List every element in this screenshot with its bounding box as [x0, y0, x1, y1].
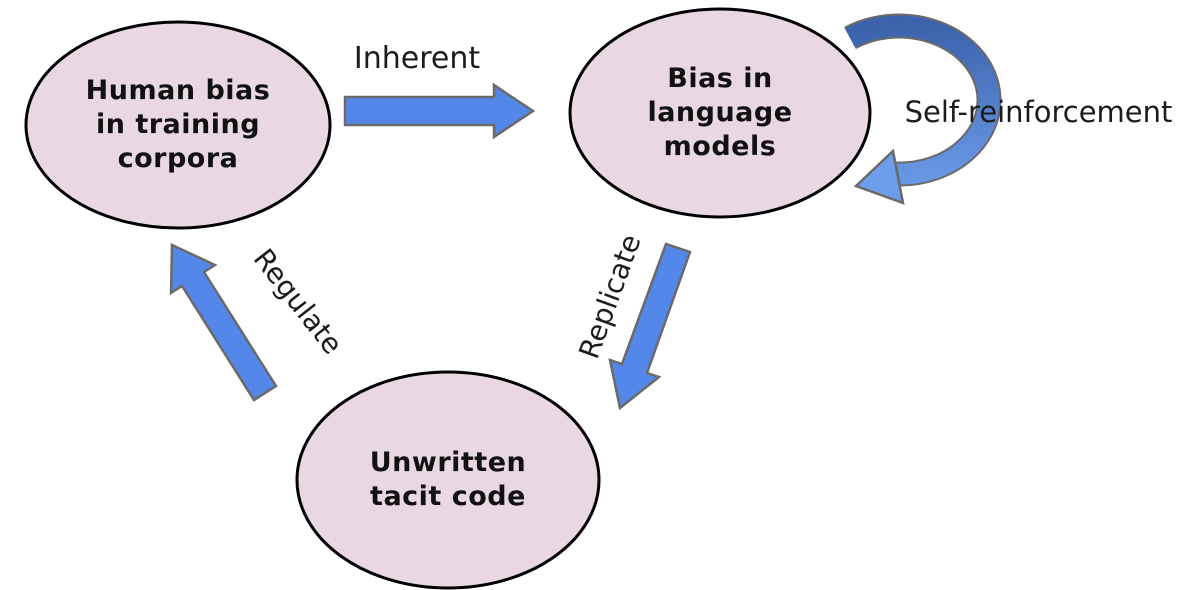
- node-ellipse-tacit-code: [295, 370, 601, 590]
- replicate-arrow: [608, 242, 692, 411]
- self-reinforcement-arrow-head: [853, 148, 905, 205]
- node-ellipse-language-models: [568, 7, 872, 219]
- self-reinforcement-arrow-curve: [845, 15, 1000, 185]
- inherent-arrow: [343, 82, 536, 140]
- node-ellipse-training-corpora: [24, 20, 332, 230]
- regulate-arrow: [169, 243, 278, 402]
